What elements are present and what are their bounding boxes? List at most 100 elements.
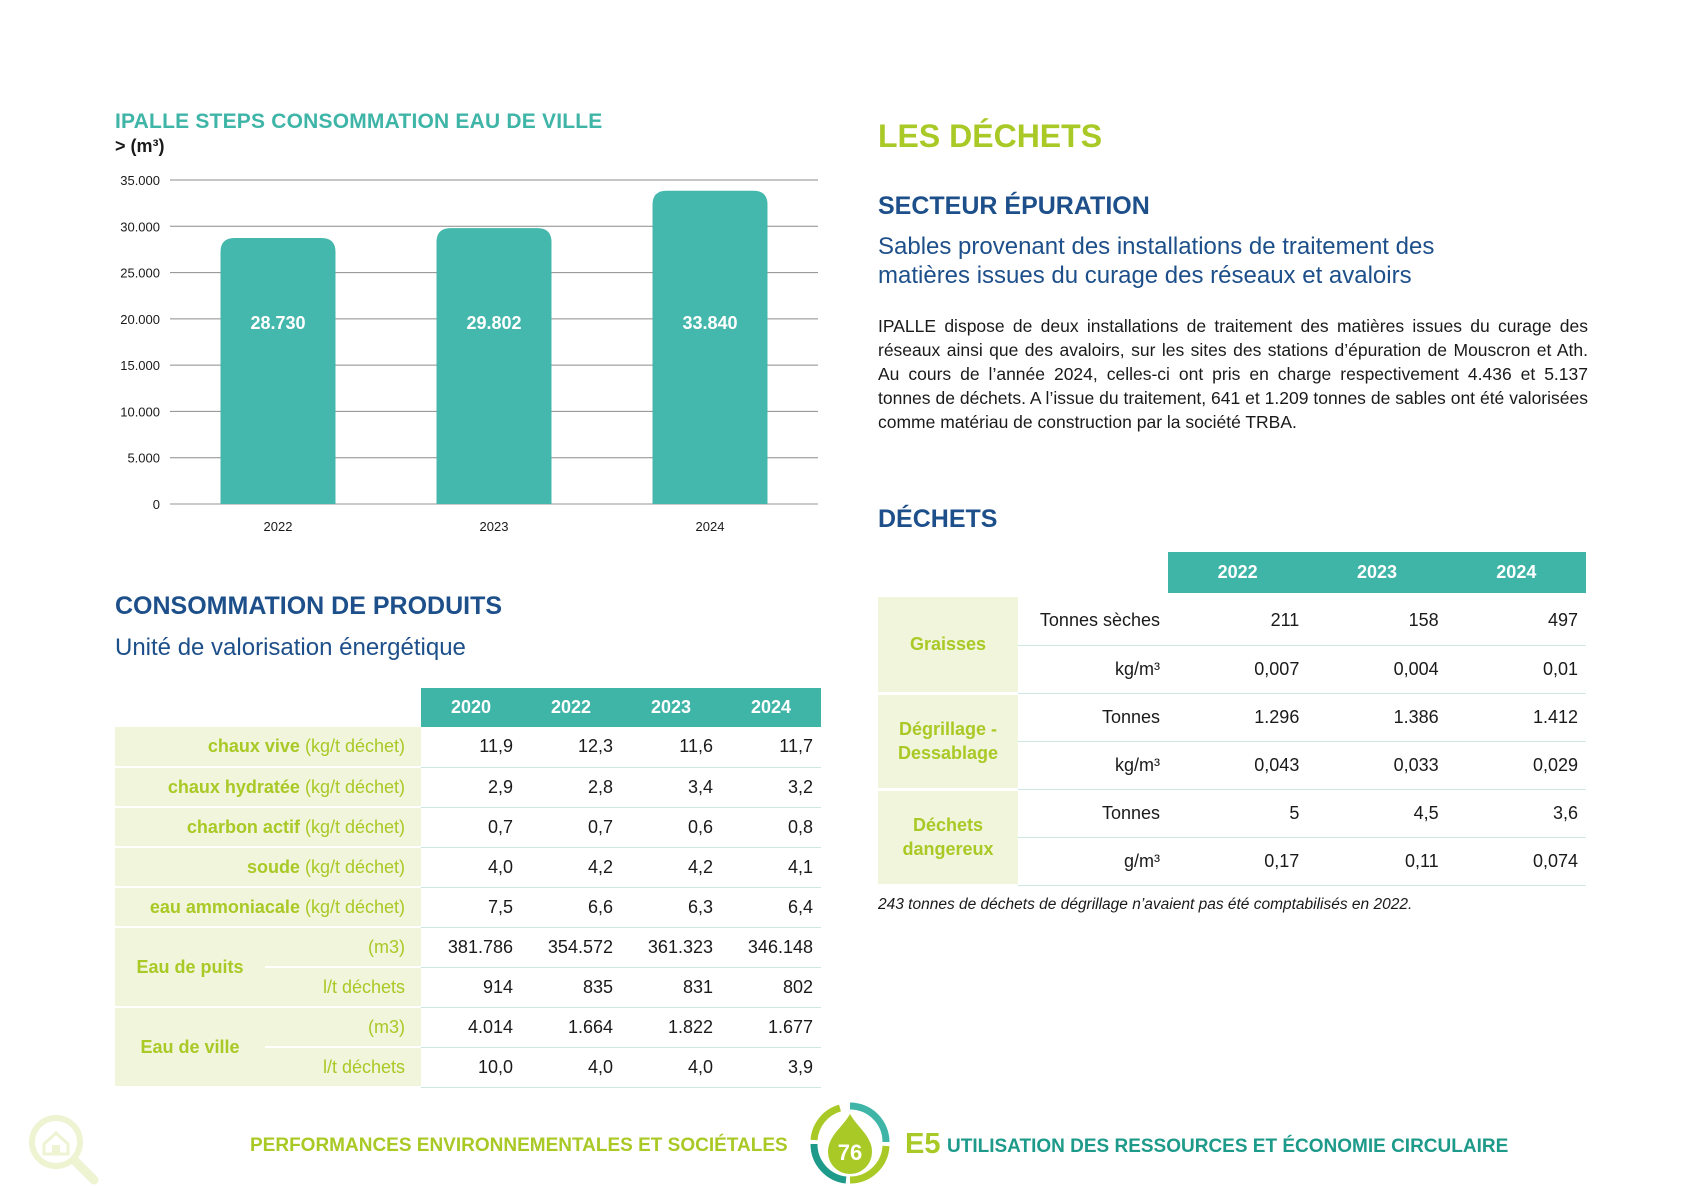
y-tick-label: 30.000 bbox=[120, 219, 160, 234]
products-cell: 6,4 bbox=[721, 887, 821, 928]
products-cell: 11,7 bbox=[721, 727, 821, 768]
products-cell: 4,0 bbox=[621, 1047, 721, 1088]
recycle-arrows-icon bbox=[810, 1102, 890, 1184]
product-name: soude bbox=[246, 856, 300, 877]
waste-cell: 0,033 bbox=[1307, 741, 1447, 790]
products-year-header: 2023 bbox=[621, 688, 721, 727]
waste-cell: 1.386 bbox=[1307, 693, 1447, 742]
products-row-label: charbon actif (kg/t déchet) bbox=[115, 807, 421, 848]
chart-unit: > (m³) bbox=[115, 136, 165, 156]
y-tick-label: 20.000 bbox=[120, 312, 160, 327]
products-cell: 4.014 bbox=[421, 1007, 521, 1048]
products-subrow-unit: l/t déchets bbox=[265, 1046, 421, 1088]
products-header-blank bbox=[115, 688, 421, 727]
y-tick-label: 5.000 bbox=[127, 451, 160, 466]
waste-cell: 3,6 bbox=[1446, 789, 1586, 838]
waste-cell: 0,007 bbox=[1168, 645, 1308, 694]
products-cell: 11,6 bbox=[621, 727, 721, 768]
product-unit: (kg/t déchet) bbox=[299, 736, 405, 756]
products-cell: 2,9 bbox=[421, 767, 521, 808]
products-cell: 1.677 bbox=[721, 1007, 821, 1048]
products-subrow-unit: (m3) bbox=[265, 1006, 421, 1048]
footer-section-code: E5 bbox=[905, 1128, 941, 1160]
product-unit: (kg/t déchet) bbox=[299, 776, 405, 797]
waste-cell: 0,043 bbox=[1168, 741, 1308, 790]
waste-footnote: 243 tonnes de déchets de dégrillage n’av… bbox=[878, 896, 1413, 913]
sector-subheading-line-1: Sables provenant des installations de tr… bbox=[878, 233, 1435, 260]
products-cell: 0,8 bbox=[721, 807, 821, 848]
products-subrow-unit: (m3) bbox=[265, 926, 421, 968]
products-cell: 361.323 bbox=[621, 927, 721, 968]
x-tick-label: 2024 bbox=[696, 519, 725, 534]
products-cell: 4,2 bbox=[521, 847, 621, 888]
waste-row-unit: Tonnes bbox=[1018, 789, 1168, 838]
waste-group-label: Graisses bbox=[878, 597, 1018, 695]
products-cell: 381.786 bbox=[421, 927, 521, 968]
waste-row-unit: Tonnes bbox=[1018, 693, 1168, 742]
bar-2024 bbox=[652, 190, 768, 504]
bar-2023 bbox=[436, 228, 552, 504]
chart-title: IPALLE STEPS CONSOMMATION EAU DE VILLE bbox=[115, 110, 603, 133]
products-cell: 2,8 bbox=[521, 767, 621, 808]
waste-cell: 0,074 bbox=[1446, 837, 1586, 886]
page-badge: 76 bbox=[810, 1102, 890, 1184]
products-group-label: Eau de puits bbox=[115, 927, 265, 1008]
bar-value-label: 29.802 bbox=[466, 313, 521, 333]
sector-subheading-line-2: matières issues du curage des réseaux et… bbox=[878, 262, 1412, 289]
epuration-paragraph: IPALLE dispose de deux installations de … bbox=[878, 316, 1588, 432]
products-cell: 4,0 bbox=[421, 847, 521, 888]
bar-value-label: 28.730 bbox=[250, 313, 305, 333]
product-name: chaux vive bbox=[207, 736, 300, 756]
products-year-header: 2020 bbox=[421, 688, 521, 727]
products-group-label: Eau de ville bbox=[115, 1007, 265, 1088]
waste-cell: 0,029 bbox=[1446, 741, 1586, 790]
home-search-icon bbox=[29, 1115, 99, 1185]
footer-section-title: PERFORMANCES ENVIRONNEMENTALES ET SOCIÉT… bbox=[250, 1135, 788, 1156]
products-row-label: chaux hydratée (kg/t déchet) bbox=[115, 767, 421, 808]
product-name: chaux hydratée bbox=[167, 776, 300, 797]
waste-year-header: 2022 bbox=[1168, 552, 1308, 593]
products-cell: 802 bbox=[721, 967, 821, 1008]
waste-cell: 497 bbox=[1446, 597, 1586, 646]
products-cell: 12,3 bbox=[521, 727, 621, 768]
products-cell: 4,0 bbox=[521, 1047, 621, 1088]
waste-cell: 0,11 bbox=[1307, 837, 1447, 886]
sector-heading: SECTEUR ÉPURATION bbox=[878, 192, 1150, 220]
waste-row-unit: kg/m³ bbox=[1018, 741, 1168, 790]
products-cell: 3,9 bbox=[721, 1047, 821, 1088]
products-cell: 6,6 bbox=[521, 887, 621, 928]
waste-year-header: 2024 bbox=[1446, 552, 1586, 593]
products-cell: 7,5 bbox=[421, 887, 521, 928]
product-name: charbon actif bbox=[186, 816, 300, 837]
products-cell: 831 bbox=[621, 967, 721, 1008]
products-row-label: eau ammoniacale (kg/t déchet) bbox=[115, 887, 421, 928]
products-year-header: 2024 bbox=[721, 688, 821, 727]
products-cell: 1.664 bbox=[521, 1007, 621, 1048]
waste-group-label: Dégrillage -Dessablage bbox=[878, 693, 1018, 791]
products-year-header: 2022 bbox=[521, 688, 621, 727]
products-cell: 6,3 bbox=[621, 887, 721, 928]
products-cell: 0,7 bbox=[421, 807, 521, 848]
x-tick-label: 2022 bbox=[264, 519, 293, 534]
waste-group-label-line: Dessablage bbox=[897, 743, 999, 763]
waste-cell: 0,01 bbox=[1446, 645, 1586, 694]
y-tick-label: 15.000 bbox=[120, 358, 160, 373]
products-row-label: soude (kg/t déchet) bbox=[115, 847, 421, 888]
product-unit: (kg/t déchet) bbox=[299, 856, 405, 877]
page-number: 76 bbox=[838, 1140, 862, 1165]
